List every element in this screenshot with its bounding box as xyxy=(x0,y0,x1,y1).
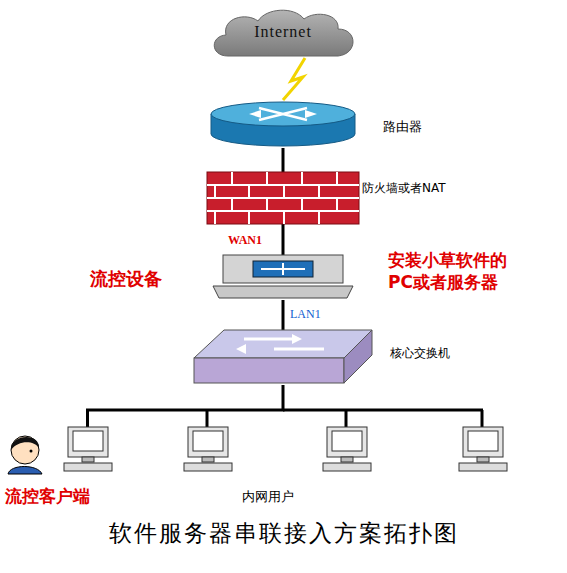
network-link xyxy=(282,148,285,172)
pc-symbol xyxy=(323,427,371,471)
server-device xyxy=(213,255,353,300)
port-label: WAN1 xyxy=(228,233,262,248)
core-switch: 核心交换机 xyxy=(194,330,372,385)
group-label: 内网用户 xyxy=(242,488,294,506)
node-label: 流控设备 xyxy=(90,267,162,291)
node-label: 安装小草软件的 PC或者服务器 xyxy=(388,249,530,293)
firewall-symbol: 防火墙或者NAT xyxy=(207,172,359,224)
router-symbol xyxy=(209,100,357,148)
client-pc xyxy=(60,427,115,472)
node-label: 流控客户端 xyxy=(5,485,90,508)
router-symbol: 路由器 xyxy=(209,100,357,148)
pc-symbol xyxy=(184,427,232,471)
network-link xyxy=(88,385,284,427)
cloud-shape: Internet xyxy=(208,6,358,62)
network-link xyxy=(282,224,285,255)
network-link xyxy=(282,300,285,330)
node-label: 核心交换机 xyxy=(390,345,450,362)
caption: 软件服务器串联接入方案拓扑图 xyxy=(0,518,567,549)
node-label: 防火墙或者NAT xyxy=(362,180,446,197)
node-label: 路由器 xyxy=(383,118,422,136)
person-icon xyxy=(8,436,42,474)
firewall-symbol xyxy=(207,172,359,224)
core-switch xyxy=(194,330,372,385)
lan-bus xyxy=(207,410,483,427)
server-device: 流控设备安装小草软件的 PC或者服务器 xyxy=(213,255,353,300)
client-pc: 流控客户端 xyxy=(60,427,115,472)
node-label: Internet xyxy=(208,23,358,41)
wan-link xyxy=(283,58,305,100)
port-label: LAN1 xyxy=(290,307,321,322)
pc-symbol xyxy=(459,427,507,471)
